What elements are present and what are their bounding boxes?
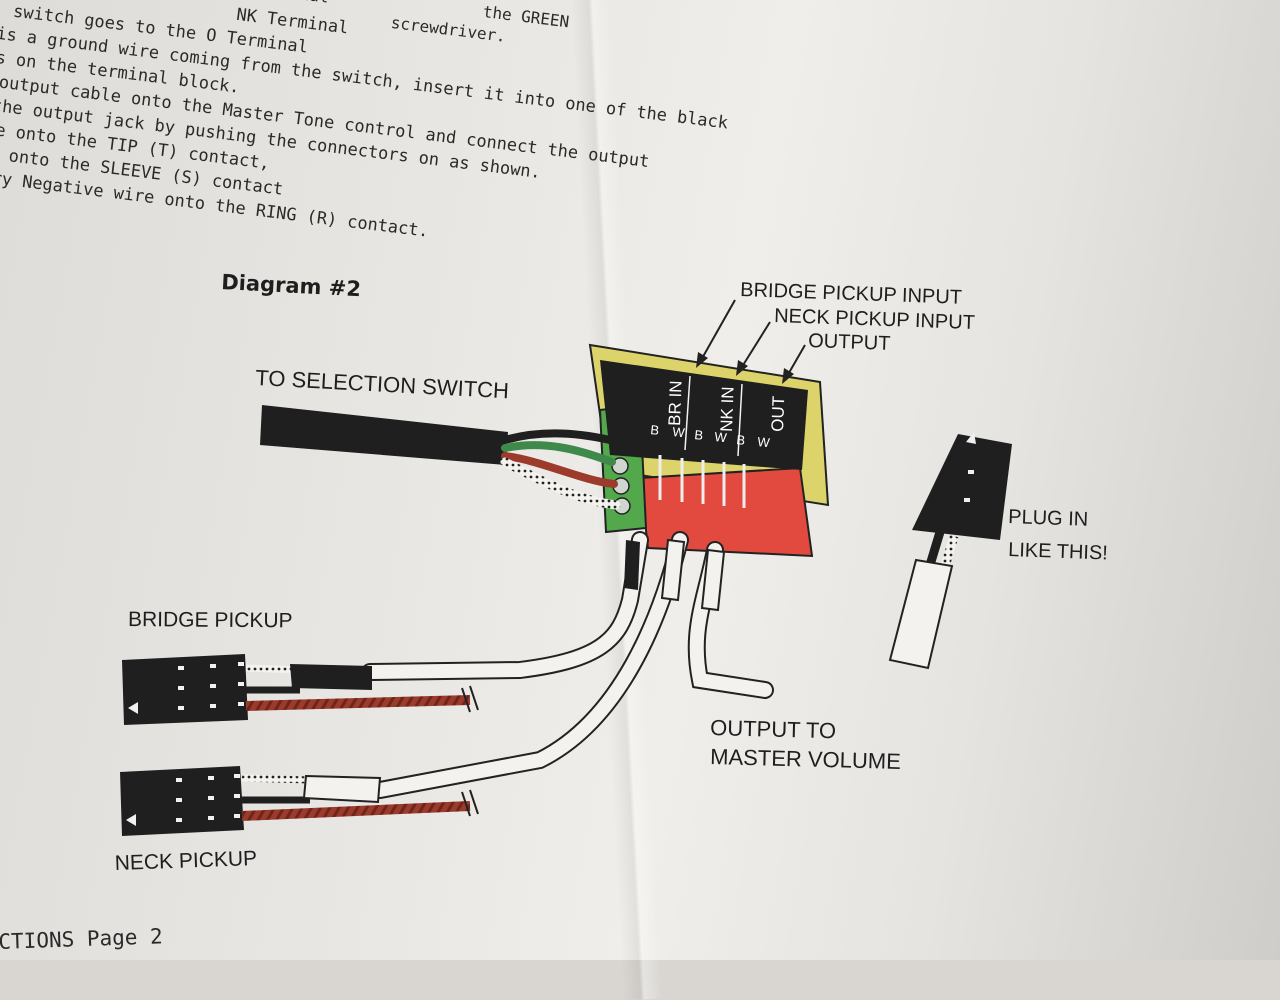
out-label: OUT [768, 396, 788, 433]
red-connector [638, 466, 814, 558]
bridge-pickup-connector [122, 654, 479, 725]
plug-example [888, 432, 1012, 670]
wiring-diagram: BR IN NK IN OUT B W B W B W 24 [114, 279, 1108, 875]
switch-wires [500, 429, 621, 510]
plug-in-label-line1: PLUG IN [1008, 506, 1089, 531]
pin-label-4: W [714, 429, 728, 445]
output-label: OUTPUT [808, 330, 891, 355]
neck-pickup-label: NECK PICKUP [114, 847, 257, 875]
header-pins [658, 455, 746, 508]
neck-pickup-connector [120, 766, 479, 836]
output-to-label-line1: OUTPUT TO [710, 715, 837, 743]
output-to-label-line2: MASTER VOLUME [710, 744, 901, 774]
pin-label-5: B [736, 432, 746, 448]
selection-switch-cable [260, 405, 508, 465]
nk-in-label: NK IN [717, 386, 738, 432]
pin-label-1: B [650, 422, 660, 438]
pin-header [600, 360, 808, 470]
neck-pickup-input-label: NECK PICKUP INPUT [774, 305, 975, 334]
arrow-heads [696, 352, 794, 384]
pin-label-6: W [757, 434, 771, 450]
header-labels: BR IN NK IN OUT B W B W B W 24 [650, 380, 802, 460]
bridge-pickup-input-label: BRIDGE PICKUP INPUT [740, 279, 963, 309]
pin-label-2: W [672, 424, 686, 440]
board-side-mark: 24 [783, 442, 801, 460]
header-dividers [684, 375, 743, 457]
br-in-label: BR IN [665, 380, 686, 426]
plug-in-label-line2: LIKE THIS! [1008, 539, 1108, 564]
pin-label-3: B [694, 427, 704, 443]
bridge-pickup-label: BRIDGE PICKUP [128, 608, 293, 632]
cable-sleeves [624, 538, 726, 612]
to-selection-switch-label: TO SELECTION SWITCH [255, 365, 510, 403]
